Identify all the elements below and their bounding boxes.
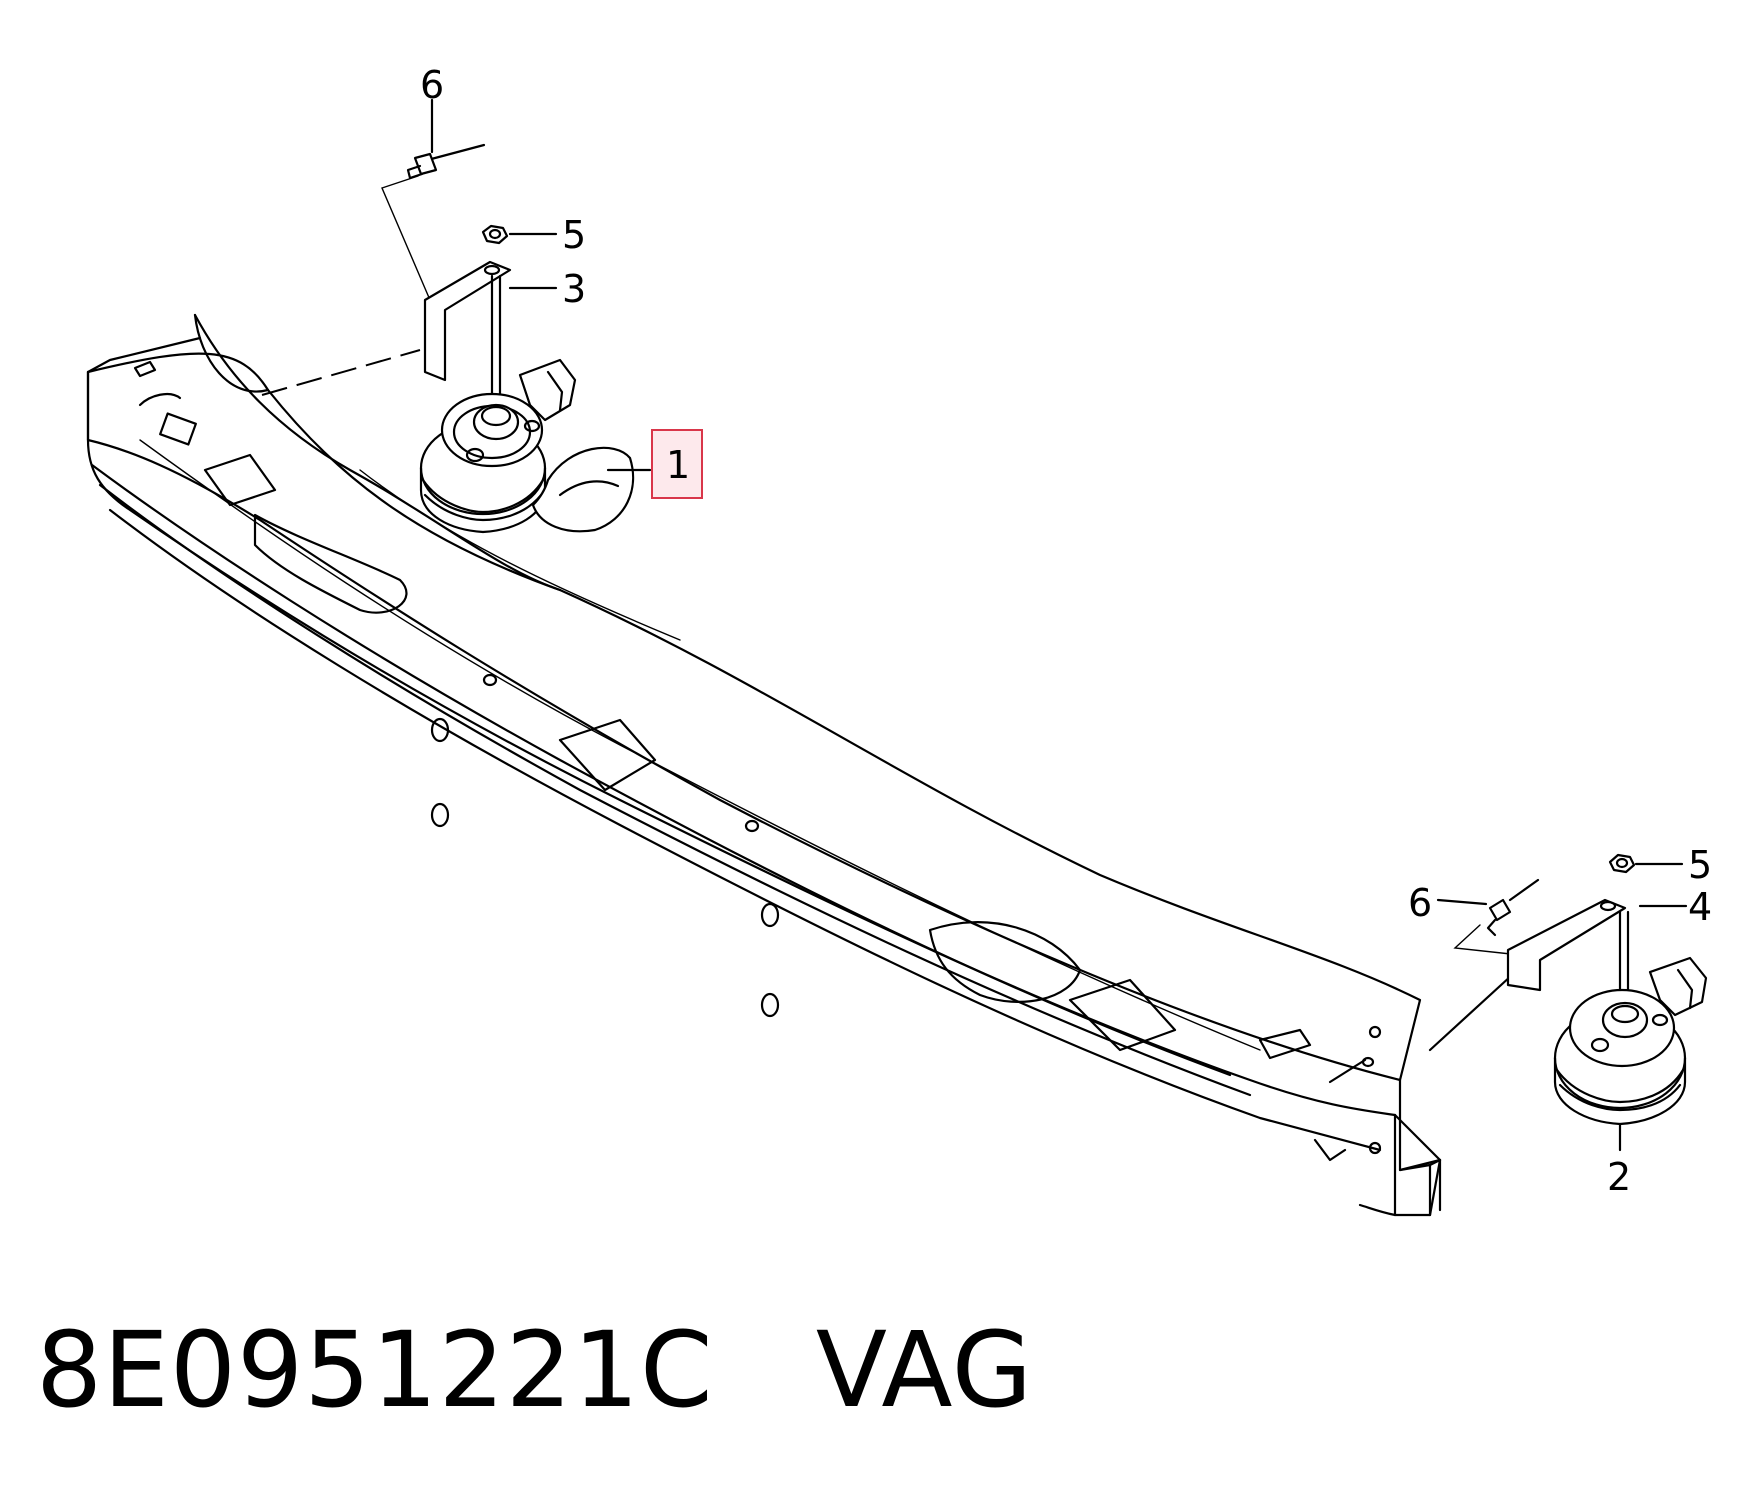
cross-member [86,313,1442,1217]
right-horn-assembly [1428,853,1708,1152]
brand-name: VAG [815,1309,1034,1431]
callout-1: 1 [666,443,690,487]
highlight-box [651,429,703,499]
part-number-caption: 8E0951221C VAG [36,1318,1033,1422]
callout-5-top: 5 [562,213,586,257]
callout-4: 4 [1688,885,1712,929]
callout-2: 2 [1607,1155,1631,1199]
left-horn-assembly [261,143,635,534]
leader-lines [430,98,1688,908]
callouts: 1 2 3 4 5 5 6 6 [420,63,1712,1199]
callout-6-top: 6 [420,63,444,107]
callout-5-right: 5 [1688,843,1712,887]
callout-3: 3 [562,267,586,311]
part-number: 8E0951221C [36,1309,714,1431]
callout-6-right: 6 [1408,881,1432,925]
